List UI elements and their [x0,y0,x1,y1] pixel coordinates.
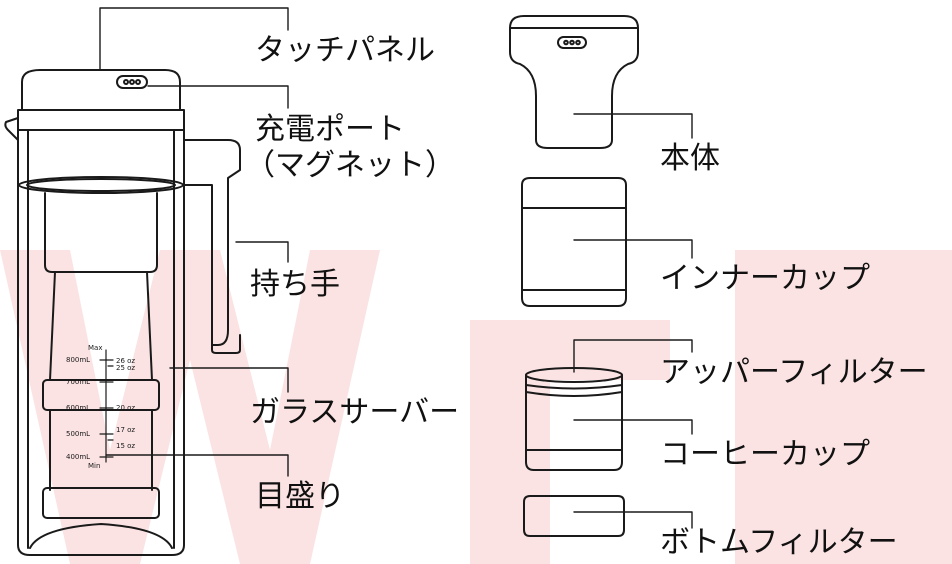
charge-port-icon [116,75,148,89]
scale-26oz: 26 oz [116,357,135,365]
leader-glass-server [169,367,289,393]
label-bottom-filter: ボトムフィルター [660,525,898,560]
scale-400ml: 400mL [66,453,90,461]
watermark-letter-w [0,250,380,564]
label-handle: 持ち手 [250,267,340,302]
bottom-filter-part [523,495,625,537]
leader-lines [99,7,693,529]
label-upper-filter: アッパーフィルター [660,355,928,390]
leader-upper-filter [573,339,693,373]
scale-20oz: 20 oz [116,404,135,412]
watermark-letter-b [735,250,952,564]
main-body-port-icon [557,36,587,49]
inner-cup-part [521,177,627,307]
pitcher-handle [183,139,241,346]
coffee-cup-part [525,384,623,471]
watermark-letter-e-bar [470,320,670,380]
scale-max: Max [88,344,102,352]
scale-25oz: 25 oz [116,364,135,372]
scale-min: Min [88,462,100,470]
label-inner-cup: インナーカップ [660,261,870,296]
scale-ticks [99,349,114,463]
leader-scale [105,454,289,477]
label-coffee-cup: コーヒーカップ [660,437,870,472]
leader-charge-port [147,85,289,109]
label-glass-server: ガラスサーバー [250,395,460,430]
leader-coffee-cup [573,419,693,435]
glass-body [17,129,185,556]
leader-inner-cup [573,239,693,259]
scale-500ml: 500mL [66,430,90,438]
label-main-body: 本体 [660,141,720,176]
label-charge-port-line1: 充電ポート [255,112,405,147]
pitcher-base [29,523,173,549]
scale-600ml: 600mL [66,404,90,412]
leader-handle [235,241,289,263]
scale-17oz: 17 oz [116,426,135,434]
scale-700ml: 700mL [66,378,90,386]
leader-main-body [573,113,693,139]
pitcher-cap [21,69,181,111]
leader-bottom-filter [573,511,693,529]
main-body-part [509,15,639,149]
label-charge-port-line2: （マグネット） [245,148,455,183]
scale-800ml: 800mL [66,356,90,364]
bottom-filter-band [42,487,160,519]
label-scale: 目盛り [255,479,345,514]
leader-touch-panel [99,7,289,71]
upper-filter-band [42,379,160,411]
label-touch-panel: タッチパネル [255,33,435,68]
scale-15oz: 15 oz [116,442,135,450]
assembled-pitcher [4,69,241,556]
pitcher-spout [4,117,19,141]
